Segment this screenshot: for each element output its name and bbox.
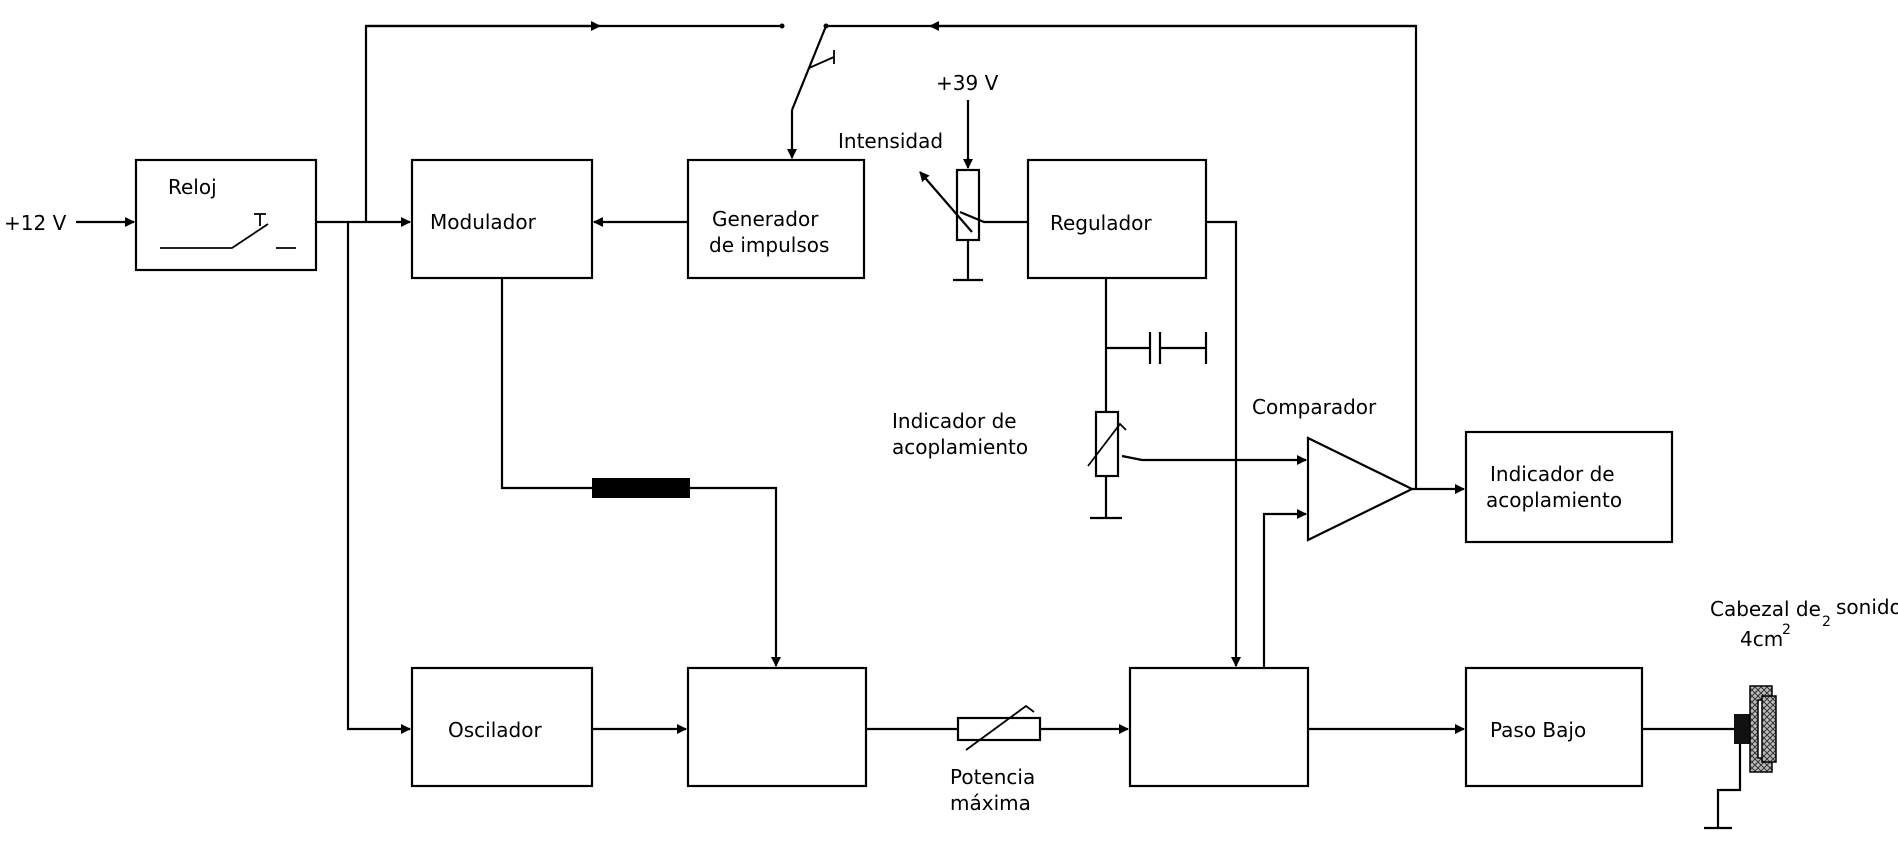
cabezal-superscript: 2 bbox=[1782, 622, 1791, 638]
capacitor bbox=[1106, 332, 1208, 364]
selector-switch bbox=[779, 23, 835, 111]
regulador-block: Regulador bbox=[1026, 158, 1208, 280]
cabezal-subscript: 2 bbox=[1822, 614, 1831, 630]
paso-bajo-label: Paso Bajo bbox=[1490, 718, 1586, 742]
reloj-block: Reloj bbox=[134, 158, 318, 272]
potencia-label-2: máxima bbox=[950, 791, 1031, 815]
generador-label-1: Generador bbox=[712, 207, 819, 231]
wire-modulador-down bbox=[500, 278, 592, 490]
supply-39v-label: +39 V bbox=[936, 71, 999, 95]
indicador-pot-label-2: acoplamiento bbox=[892, 435, 1028, 459]
paso-bajo-block: Paso Bajo bbox=[1464, 666, 1644, 788]
oscilador-block: Oscilador bbox=[410, 666, 594, 788]
generador-block: Generador de impulsos bbox=[686, 158, 866, 280]
cabezal-label-3: 4cm bbox=[1740, 627, 1783, 651]
cabezal-label-2: sonido bbox=[1836, 595, 1898, 619]
indicador-potentiometer bbox=[1087, 410, 1307, 520]
mixer-block bbox=[686, 666, 868, 788]
indicador-block-label-2: acoplamiento bbox=[1486, 488, 1622, 512]
indicador-acoplamiento-block: Indicador de acoplamiento bbox=[1464, 430, 1674, 544]
indicador-pot-label-1: Indicador de bbox=[892, 409, 1017, 433]
modulador-label: Modulador bbox=[430, 210, 537, 234]
black-bar-element bbox=[592, 478, 690, 498]
generador-label-2: de impulsos bbox=[709, 233, 829, 257]
cabezal-transducer bbox=[1704, 685, 1777, 830]
oscilador-label: Oscilador bbox=[448, 718, 542, 742]
wire-amp-comparador bbox=[1262, 509, 1307, 668]
indicador-block-label-1: Indicador de bbox=[1490, 462, 1615, 486]
comparador-triangle: Comparador bbox=[1252, 395, 1415, 542]
comparador-label: Comparador bbox=[1252, 395, 1377, 419]
intensidad-potentiometer bbox=[919, 100, 1028, 282]
regulador-label: Regulador bbox=[1050, 211, 1152, 235]
reloj-label: Reloj bbox=[168, 175, 217, 199]
cabezal-label-1: Cabezal de bbox=[1710, 597, 1821, 621]
wire-regulador-amp bbox=[1206, 220, 1241, 667]
modulador-block: Modulador bbox=[410, 158, 594, 280]
switch-symbol bbox=[160, 213, 296, 249]
wire-bus-down bbox=[346, 222, 411, 734]
wire-to-mixer bbox=[690, 486, 781, 667]
potencia-label-1: Potencia bbox=[950, 765, 1035, 789]
supply-12v-label: +12 V bbox=[4, 211, 67, 235]
intensidad-label: Intensidad bbox=[838, 129, 943, 153]
amplifier-block bbox=[1128, 666, 1310, 788]
potencia-resistor bbox=[956, 704, 1042, 751]
